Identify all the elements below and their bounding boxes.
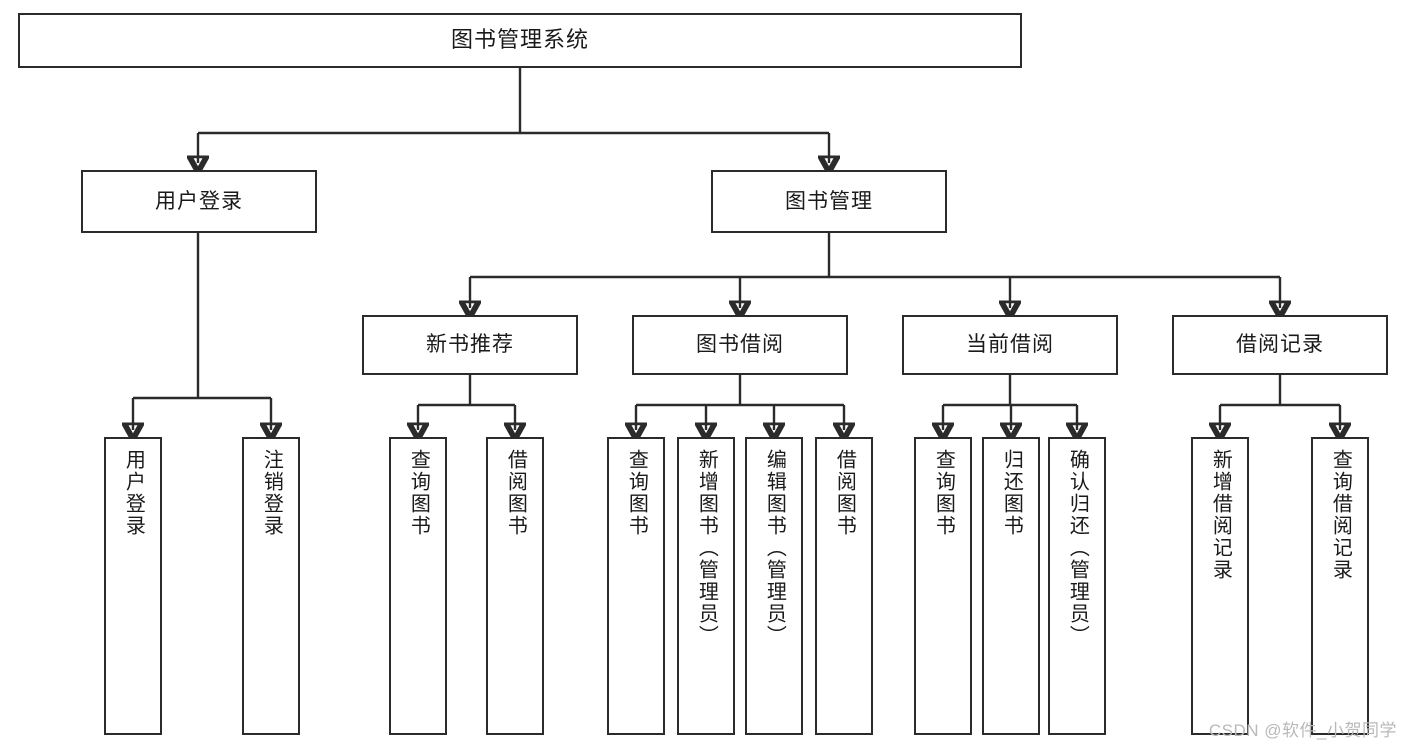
node-label: 当前借阅 xyxy=(966,333,1054,357)
node-book-manage: 图书管理 xyxy=(711,170,947,233)
node-label: 图书借阅 xyxy=(696,333,784,357)
node-label: 查询借阅记录 xyxy=(1329,449,1352,581)
node-leaf-edit-book: 编辑图书（管理员） xyxy=(745,437,803,735)
node-label: 借阅记录 xyxy=(1236,333,1324,357)
node-label: 新增借阅记录 xyxy=(1209,449,1232,581)
node-label: 新增图书（管理员） xyxy=(695,449,718,647)
node-label: 查询图书 xyxy=(625,449,648,537)
node-label: 查询图书 xyxy=(932,449,955,537)
node-label: 归还图书 xyxy=(1000,449,1023,537)
node-label: 用户登录 xyxy=(155,189,243,213)
node-leaf-query-borrow-record: 查询借阅记录 xyxy=(1311,437,1369,735)
node-label: 图书管理 xyxy=(785,189,873,213)
node-leaf-query-book-3: 查询图书 xyxy=(914,437,972,735)
node-leaf-query-book-2: 查询图书 xyxy=(607,437,665,735)
node-label: 查询图书 xyxy=(407,449,430,537)
node-book-borrow: 图书借阅 xyxy=(632,315,848,375)
node-leaf-add-book: 新增图书（管理员） xyxy=(677,437,735,735)
node-label: 确认归还（管理员） xyxy=(1066,449,1089,647)
node-label: 注销登录 xyxy=(260,449,283,537)
node-root-system: 图书管理系统 xyxy=(18,13,1022,68)
node-label: 编辑图书（管理员） xyxy=(763,449,786,647)
node-label: 借阅图书 xyxy=(833,449,856,537)
node-label: 用户登录 xyxy=(122,449,145,537)
node-borrow-record: 借阅记录 xyxy=(1172,315,1388,375)
node-leaf-query-book-1: 查询图书 xyxy=(389,437,447,735)
node-leaf-logout: 注销登录 xyxy=(242,437,300,735)
node-leaf-borrow-book-2: 借阅图书 xyxy=(815,437,873,735)
node-current-borrow: 当前借阅 xyxy=(902,315,1118,375)
node-label: 图书管理系统 xyxy=(450,27,589,53)
node-leaf-confirm-return: 确认归还（管理员） xyxy=(1048,437,1106,735)
node-label: 新书推荐 xyxy=(426,333,514,357)
node-user-login: 用户登录 xyxy=(81,170,317,233)
node-leaf-return-book: 归还图书 xyxy=(982,437,1040,735)
node-leaf-borrow-book-1: 借阅图书 xyxy=(486,437,544,735)
node-new-book-recommend: 新书推荐 xyxy=(362,315,578,375)
node-leaf-user-login: 用户登录 xyxy=(104,437,162,735)
node-leaf-add-borrow-record: 新增借阅记录 xyxy=(1191,437,1249,735)
node-label: 借阅图书 xyxy=(504,449,527,537)
